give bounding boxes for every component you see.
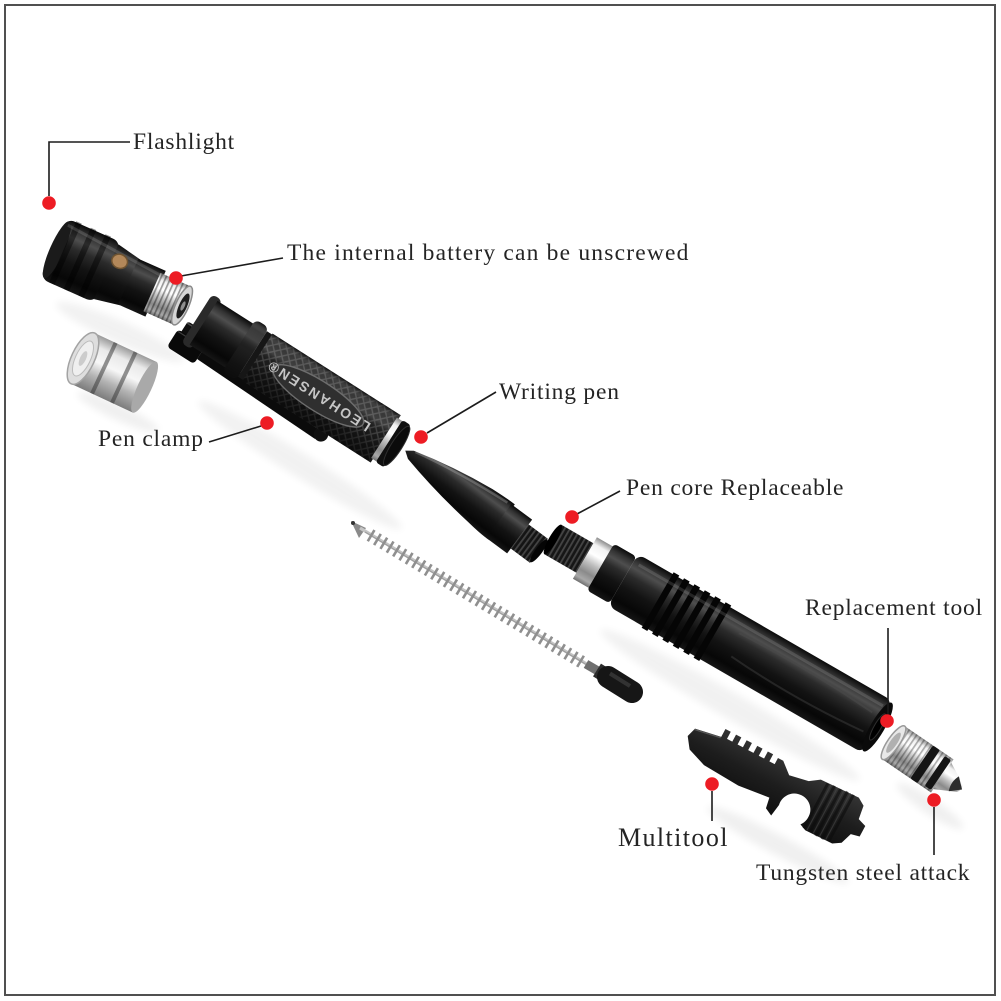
label-pen-core: Pen core Replaceable [626,475,845,501]
flashlight-leader [42,141,130,210]
refill-end-cap [597,666,643,703]
writing-pen-leader [414,391,497,444]
replacement-tool-leader [880,628,894,728]
writing-pen-dot [414,430,428,444]
pen-clamp-dot [260,416,274,430]
o-ring [911,746,940,783]
flashlight-part [42,220,194,326]
label-writing-pen: Writing pen [499,379,620,405]
label-tungsten: Tungsten steel attack [756,860,971,886]
flashlight-button [111,253,129,270]
brand-plate [272,364,365,428]
refill-spring [366,529,589,670]
tungsten-tip-part [880,725,963,793]
pen-upper-body-part: LEOHANSEN® [168,295,411,467]
tungsten-dot [927,793,941,807]
label-multitool: Multitool [618,823,729,852]
tungsten-leader [927,793,941,855]
main-barrel-part [543,524,893,752]
multitool-ribs [802,782,855,843]
battery-dot [169,271,183,285]
tungsten-point [948,776,963,792]
battery-leader [169,257,284,285]
label-replacement-tool: Replacement tool [805,595,983,621]
o-ring [925,756,951,790]
pen-core-leader [565,490,621,524]
multitool-leader [705,777,719,821]
battery-part [66,331,159,413]
multitool-dot [705,777,719,791]
writing-pen-cone-part [405,450,548,563]
label-flashlight: Flashlight [133,129,236,155]
replacement-tool-dot [880,714,894,728]
label-pen-clamp: Pen clamp [98,426,204,452]
pen-clamp-leader [208,416,274,443]
barrel-ribs [641,572,732,661]
leader-lines [42,141,941,855]
label-battery: The internal battery can be unscrewed [287,240,690,266]
soft-shadows [55,301,964,884]
pen-core-dot [565,510,579,524]
pen-refill-part [351,521,643,703]
flashlight-dot [42,196,56,210]
multitool-part [687,728,866,844]
